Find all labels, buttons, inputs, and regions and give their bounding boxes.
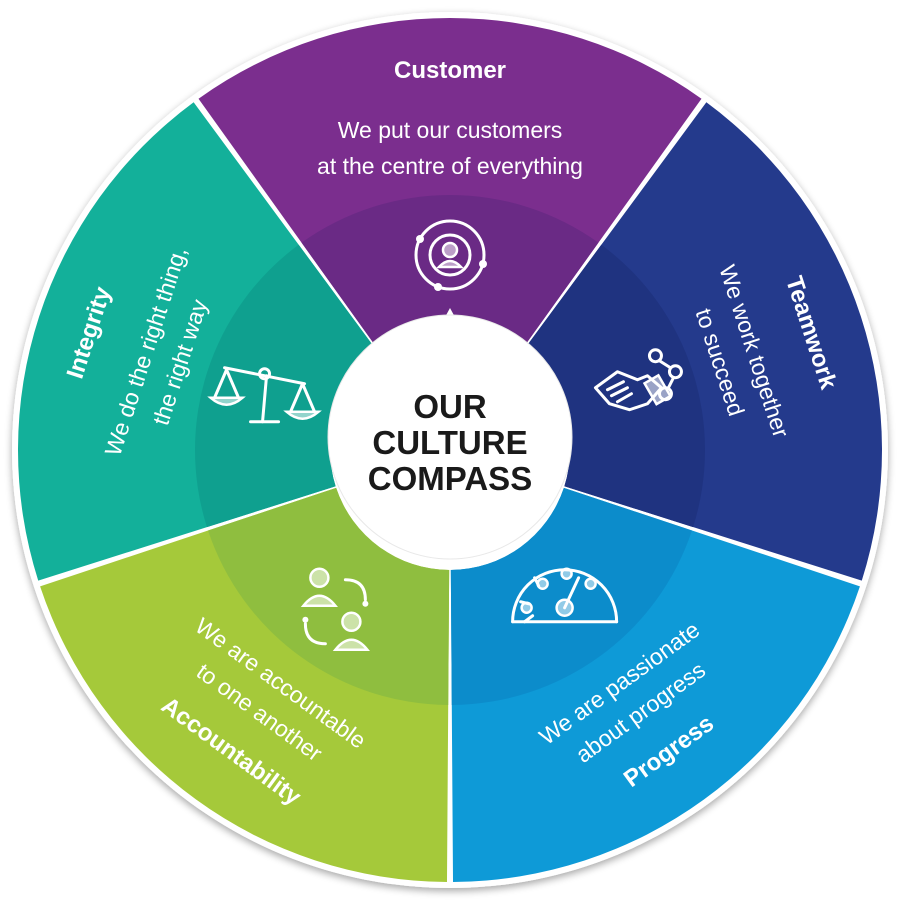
hub-circle (327, 314, 573, 560)
scales-icon (207, 366, 322, 424)
segment-description-line: We put our customers (338, 117, 563, 143)
segment-accountability-inner-band (208, 487, 450, 705)
customer-orbit-icon (414, 219, 487, 291)
hub-line-1: OUR (413, 388, 487, 425)
people-exchange-icon (300, 567, 370, 652)
segment-description-line: at the centre of everything (317, 153, 583, 179)
hub-line-3: COMPASS (368, 460, 532, 497)
segment-customer-labels: Customer We put our customers at the centr… (317, 57, 583, 179)
segment-integrity-inner-band (195, 244, 379, 528)
handshake-icon (593, 348, 683, 412)
center-hub: OUR CULTURE COMPASS (327, 308, 573, 560)
segment-title: Customer (394, 57, 506, 84)
speedometer-icon (511, 567, 619, 624)
hub-line-2: CULTURE (372, 424, 527, 461)
